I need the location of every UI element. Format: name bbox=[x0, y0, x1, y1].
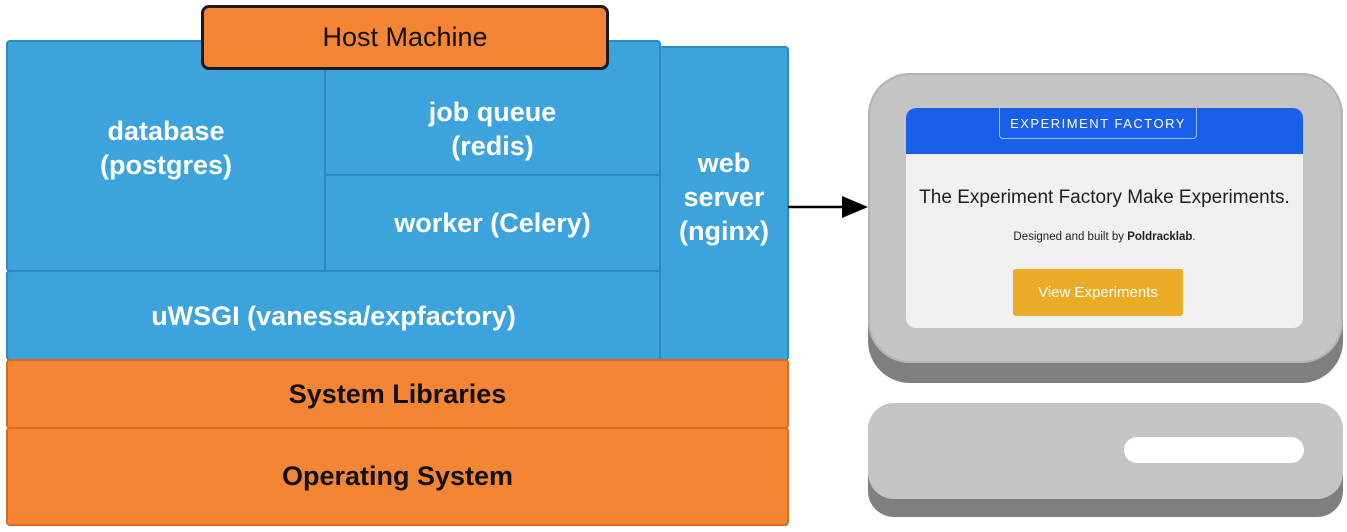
system-libraries-box: System Libraries bbox=[6, 359, 789, 429]
operating-system-box: Operating System bbox=[6, 427, 789, 526]
brand-logo[interactable]: EXPERIMENT FACTORY bbox=[999, 108, 1197, 139]
connection-arrow bbox=[788, 196, 868, 218]
keyboard-slot bbox=[1124, 437, 1304, 463]
web-server-box: web server (nginx) bbox=[659, 46, 789, 361]
worker-box: worker (Celery) bbox=[324, 174, 661, 272]
database-box: database (postgres) bbox=[6, 40, 326, 272]
view-experiments-button[interactable]: View Experiments bbox=[1013, 269, 1183, 316]
byline-suffix: . bbox=[1192, 231, 1196, 243]
screen-byline: Designed and built by Poldracklab. bbox=[906, 231, 1303, 243]
monitor-screen: EXPERIMENT FACTORY The Experiment Factor… bbox=[906, 108, 1303, 328]
host-machine-label: Host Machine bbox=[201, 5, 609, 70]
screen-headline: The Experiment Factory Make Experiments. bbox=[919, 187, 1290, 208]
screen-header-bar: EXPERIMENT FACTORY bbox=[906, 108, 1303, 154]
uwsgi-box: uWSGI (vanessa/expfactory) bbox=[6, 270, 661, 361]
byline-prefix: Designed and built by bbox=[1013, 231, 1128, 243]
byline-link[interactable]: Poldracklab bbox=[1127, 231, 1193, 243]
